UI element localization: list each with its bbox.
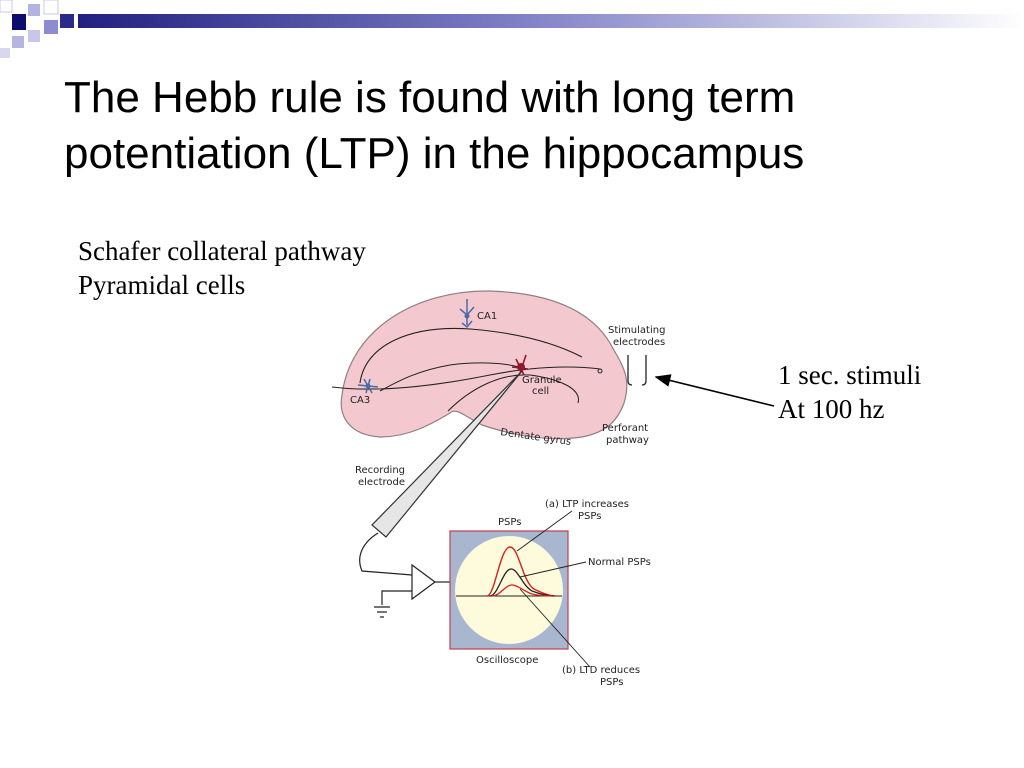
granule-label: cell (532, 386, 549, 397)
perforant-electrode-contact (597, 368, 603, 374)
schafer-collateral (379, 362, 526, 392)
normal-leader (519, 561, 587, 578)
note-line: Pyramidal cells (78, 270, 246, 300)
deco-square (0, 0, 13, 13)
recording-wire (359, 532, 413, 576)
recording-label: Recording (355, 465, 405, 476)
deco-square (0, 48, 10, 58)
perforant-label: pathway (606, 435, 649, 446)
psps-label: PSPs (498, 517, 521, 528)
ca3-label: CA3 (350, 395, 370, 406)
deco-square (28, 30, 40, 42)
ground-wire (381, 590, 412, 605)
slide-title: The Hebb rule is found with long term po… (64, 70, 984, 182)
stimulating-electrode-icon (627, 355, 647, 386)
ltd-leader (519, 588, 591, 668)
header-gradient-bar (78, 14, 1024, 28)
granule-cell-icon (511, 354, 529, 376)
ltd-trace (491, 584, 553, 597)
ltp-trace (486, 546, 557, 597)
oscilloscope-label: Oscilloscope (476, 655, 538, 666)
deco-square (28, 4, 40, 16)
ca3-neuron-icon (357, 378, 379, 394)
title-line: The Hebb rule is found with long term (64, 73, 796, 122)
ground-icon (374, 606, 390, 618)
stimulus-notes: 1 sec. stimuli At 100 hz (778, 358, 921, 426)
dentate-arc (447, 374, 579, 412)
stimulating-label: electrodes (613, 337, 665, 348)
ltp-leader (516, 510, 573, 552)
oscilloscope-screen (455, 536, 563, 644)
normal-psps-label: Normal PSPs (588, 557, 651, 568)
note-line: At 100 hz (778, 394, 885, 424)
deco-square (12, 36, 24, 48)
note-line: 1 sec. stimuli (778, 360, 922, 390)
ltp-label: PSPs (578, 511, 601, 522)
perforant-label: Perforant (602, 423, 648, 434)
note-line: Schafer collateral pathway (78, 236, 366, 266)
ca1-neuron-icon (459, 299, 475, 329)
recording-electrode (371, 370, 523, 538)
deco-square (60, 14, 74, 28)
ltd-label: PSPs (600, 677, 623, 688)
deco-square (12, 14, 26, 30)
hippocampus-diagram: CA1 CA3 Granule cell Stimulating electro… (331, 290, 665, 688)
granule-label: Granule (522, 375, 562, 386)
ca1-label: CA1 (477, 311, 497, 322)
ltp-label: (a) LTP increases (545, 499, 629, 510)
header-decoration (0, 0, 1024, 58)
deco-square (44, 20, 58, 34)
deco-square (43, 0, 59, 15)
hippocampus-slice (340, 290, 628, 440)
recording-label: electrode (358, 477, 405, 488)
ca-layer-arc (359, 327, 583, 384)
ltd-label: (b) LTD reduces (562, 665, 640, 676)
perforant-path (331, 366, 601, 390)
pathway-notes: Schafer collateral pathway Pyramidal cel… (78, 234, 366, 302)
title-line: potentiation (LTP) in the hippocampus (64, 129, 805, 178)
amplifier-icon (411, 563, 437, 601)
normal-trace (489, 568, 555, 597)
stimulating-label: Stimulating (608, 325, 665, 336)
